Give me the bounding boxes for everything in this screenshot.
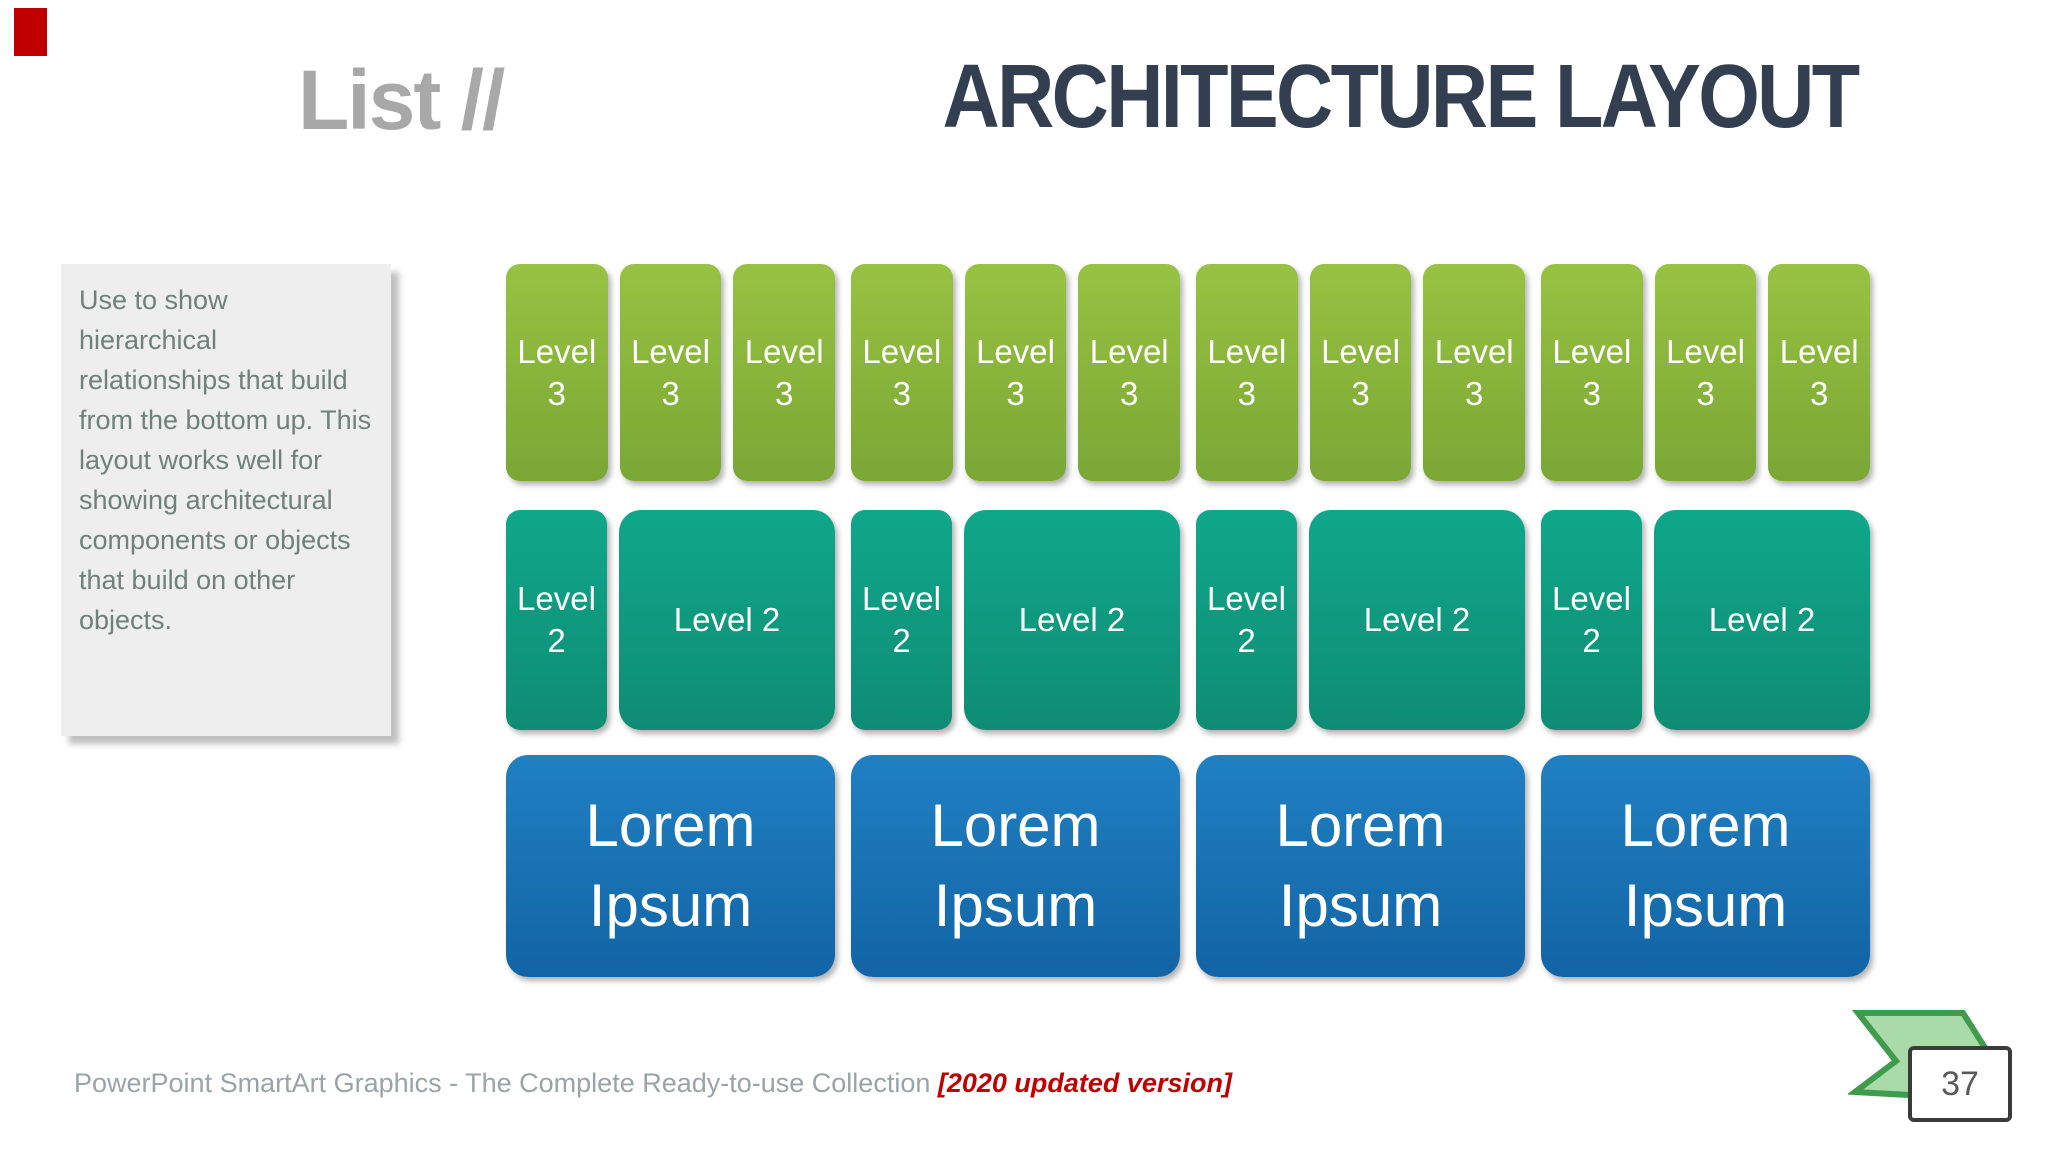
footer: PowerPoint SmartArt Graphics - The Compl… (74, 1068, 1232, 1099)
level3-box: Level 3 (1423, 264, 1526, 481)
slide-category-label: List // (298, 53, 505, 147)
diagram-group: Level 3 Level 3 Level 3 Level 2 Level 2 … (1196, 264, 1526, 977)
level2-row: Level 2 Level 2 (851, 510, 1180, 730)
level2-row: Level 2 Level 2 (1541, 510, 1870, 730)
level2-row: Level 2 Level 2 (1196, 510, 1525, 730)
level2-box-wide: Level 2 (1654, 510, 1870, 730)
diagram-group: Level 3 Level 3 Level 3 Level 2 Level 2 … (1541, 264, 1871, 977)
footer-text: PowerPoint SmartArt Graphics - The Compl… (74, 1068, 938, 1098)
footer-version-note: [2020 updated version] (937, 1068, 1232, 1098)
level1-box: Lorem Ipsum (1196, 755, 1525, 977)
architecture-diagram: Level 3 Level 3 Level 3 Level 2 Level 2 … (506, 264, 1871, 977)
level3-row: Level 3 Level 3 Level 3 (1196, 264, 1526, 481)
level3-box: Level 3 (1196, 264, 1298, 481)
level3-box: Level 3 (1078, 264, 1181, 481)
level2-box-wide: Level 2 (619, 510, 835, 730)
level3-row: Level 3 Level 3 Level 3 (851, 264, 1181, 481)
level3-box: Level 3 (619, 264, 722, 481)
page-title: ARCHITECTURE LAYOUT (942, 47, 1861, 147)
diagram-group: Level 3 Level 3 Level 3 Level 2 Level 2 … (506, 264, 836, 977)
level3-row: Level 3 Level 3 Level 3 (506, 264, 836, 481)
level3-box: Level 3 (1768, 264, 1871, 481)
level2-box-narrow: Level 2 (1541, 510, 1642, 730)
level3-box: Level 3 (1541, 264, 1643, 481)
level3-row: Level 3 Level 3 Level 3 (1541, 264, 1871, 481)
description-text: Use to show hierarchical relationships t… (79, 285, 372, 635)
level3-box: Level 3 (1309, 264, 1412, 481)
diagram-group: Level 3 Level 3 Level 3 Level 2 Level 2 … (851, 264, 1181, 977)
page-number: 37 (1908, 1046, 2012, 1122)
level1-box: Lorem Ipsum (506, 755, 835, 977)
level3-box: Level 3 (1654, 264, 1757, 481)
level3-box: Level 3 (851, 264, 953, 481)
page-number-value: 37 (1941, 1064, 1979, 1103)
level2-row: Level 2 Level 2 (506, 510, 835, 730)
level2-box-narrow: Level 2 (1196, 510, 1297, 730)
level1-box: Lorem Ipsum (851, 755, 1180, 977)
level2-box-narrow: Level 2 (506, 510, 607, 730)
description-box: Use to show hierarchical relationships t… (61, 264, 391, 736)
level1-box: Lorem Ipsum (1541, 755, 1870, 977)
red-corner-mark (14, 8, 47, 56)
level3-box: Level 3 (964, 264, 1067, 481)
level3-box: Level 3 (506, 264, 608, 481)
level2-box-wide: Level 2 (1309, 510, 1525, 730)
level2-box-wide: Level 2 (964, 510, 1180, 730)
level3-box: Level 3 (733, 264, 836, 481)
level2-box-narrow: Level 2 (851, 510, 952, 730)
